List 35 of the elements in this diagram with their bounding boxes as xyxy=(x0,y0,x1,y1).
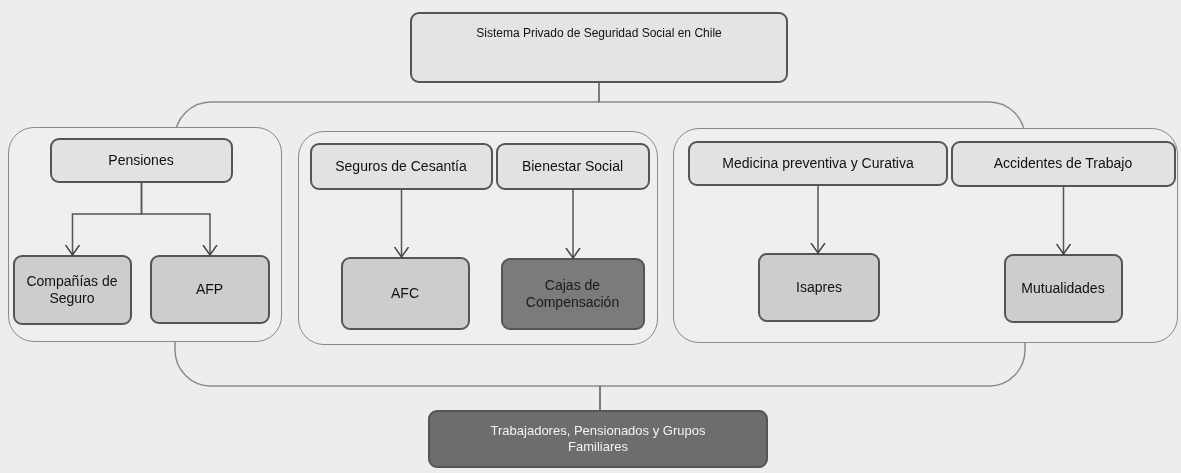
institution-box xyxy=(1003,253,1123,323)
arrow xyxy=(565,189,581,259)
category-box xyxy=(950,140,1176,187)
arrow xyxy=(1055,186,1072,255)
node-label: Bienestar Social xyxy=(521,157,624,175)
institution-box xyxy=(149,254,270,324)
institution-box xyxy=(758,253,880,322)
arrow xyxy=(810,185,826,254)
institution-box xyxy=(340,256,470,330)
node-label: Pensiones xyxy=(108,151,174,169)
node-label: Cajas de Compensación xyxy=(524,276,621,311)
beneficiaries-box xyxy=(428,410,768,468)
category-box xyxy=(495,142,650,190)
connector-line xyxy=(599,385,601,411)
node-label: Medicina preventiva y Curativa xyxy=(722,155,914,172)
node-label: Isapres xyxy=(796,279,842,296)
arrow xyxy=(393,189,410,258)
node-label: AFP xyxy=(195,280,224,298)
node-label: Compañías de Seguro xyxy=(25,272,119,307)
title-box xyxy=(410,12,788,83)
category-box xyxy=(309,142,493,190)
arrow xyxy=(140,182,218,256)
institution-box xyxy=(500,257,645,330)
node-label: Accidentes de Trabajo xyxy=(993,155,1133,172)
institution-box xyxy=(12,254,132,325)
connector-line xyxy=(598,82,600,103)
node-label: Mutualidades xyxy=(1021,279,1105,297)
category-panel xyxy=(298,131,658,345)
category-box xyxy=(688,141,948,186)
node-label: Trabajadores, Pensionados y Grupos Familiares xyxy=(489,423,707,455)
node-label: Seguros de Cesantía xyxy=(335,157,467,175)
category-box xyxy=(49,137,233,183)
node-label: Sistema Privado de Seguridad Social en Chile xyxy=(476,26,722,41)
category-panel xyxy=(8,127,282,342)
node-label: AFC xyxy=(391,284,419,302)
